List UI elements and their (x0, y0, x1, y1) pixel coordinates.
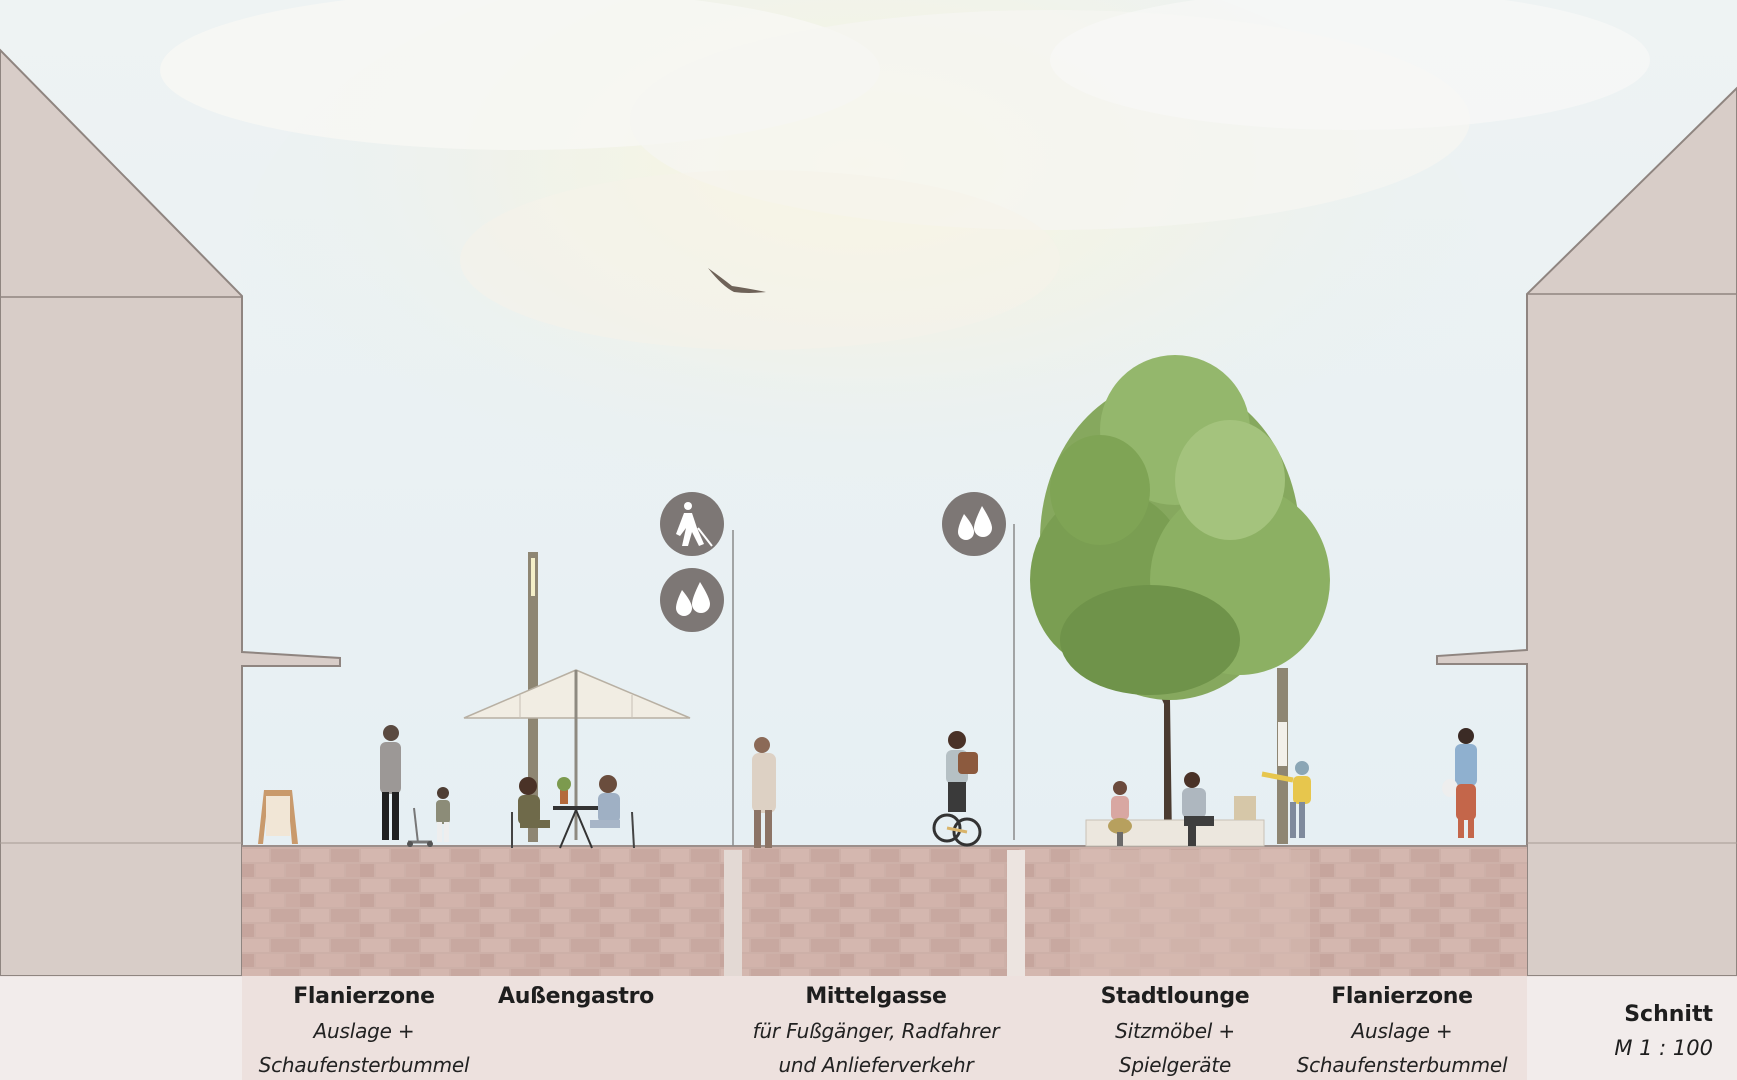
zone-subtitle-2: Schaufensterbummel (1296, 1053, 1508, 1077)
person-sitting-bench (1182, 772, 1214, 846)
zone-label-stadtlounge: Stadtlounge Sitzmöbel + Spielgeräte (1080, 980, 1270, 1080)
cafe-table-guests (511, 775, 635, 849)
zone-title: Flanierzone (293, 984, 435, 1009)
zone-subtitle-1: Auslage + (1351, 1019, 1453, 1043)
signpost (1277, 668, 1288, 844)
zone-label-flanierzone-left: Flanierzone Auslage + Schaufensterbummel (244, 980, 484, 1080)
scale-title: Schnitt (1624, 1002, 1713, 1027)
zone-title: Stadtlounge (1100, 984, 1250, 1009)
water-drops-icon (660, 568, 724, 632)
zone-subtitle-2: Schaufensterbummel (258, 1053, 470, 1077)
zone-subtitle-2: Spielgeräte (1118, 1053, 1232, 1077)
child-playing (1261, 761, 1311, 838)
zone-label-mittelgasse: Mittelgasse für Fußgänger, Radfahrer und… (740, 980, 1012, 1080)
child-with-scooter (407, 787, 450, 847)
scale-label: Schnitt M 1 : 100 (1614, 998, 1713, 1064)
zone-title: Mittelgasse (805, 984, 947, 1009)
person-woman-walking (1442, 728, 1477, 838)
sidewalk-sign (258, 790, 298, 844)
water-drops-icon (942, 492, 1006, 556)
zone-title: Außengastro (498, 984, 654, 1009)
scale-value: M 1 : 100 (1614, 1036, 1713, 1060)
zone-subtitle-2: und Anlieferverkehr (778, 1053, 974, 1077)
zone-subtitle-1: für Fußgänger, Radfahrer (752, 1019, 1000, 1043)
bird (708, 268, 766, 293)
zone-subtitle-1: Auslage + (313, 1019, 415, 1043)
person-man-standing (380, 725, 401, 840)
street-tree (1030, 355, 1330, 840)
child-spring-rider (1108, 781, 1132, 846)
person-woman-phone (752, 737, 776, 848)
zone-title: Flanierzone (1331, 984, 1473, 1009)
pavement-section (242, 845, 1527, 976)
cafe-parasol (463, 669, 691, 840)
zone-label-aussengastro: Außengastro (486, 980, 666, 1014)
zone-subtitle-1: Sitzmöbel + (1115, 1019, 1235, 1043)
person-cyclist (932, 731, 982, 847)
zone-label-flanierzone-right: Flanierzone Auslage + Schaufensterbummel (1282, 980, 1522, 1080)
pedestrian-icon (660, 492, 724, 556)
